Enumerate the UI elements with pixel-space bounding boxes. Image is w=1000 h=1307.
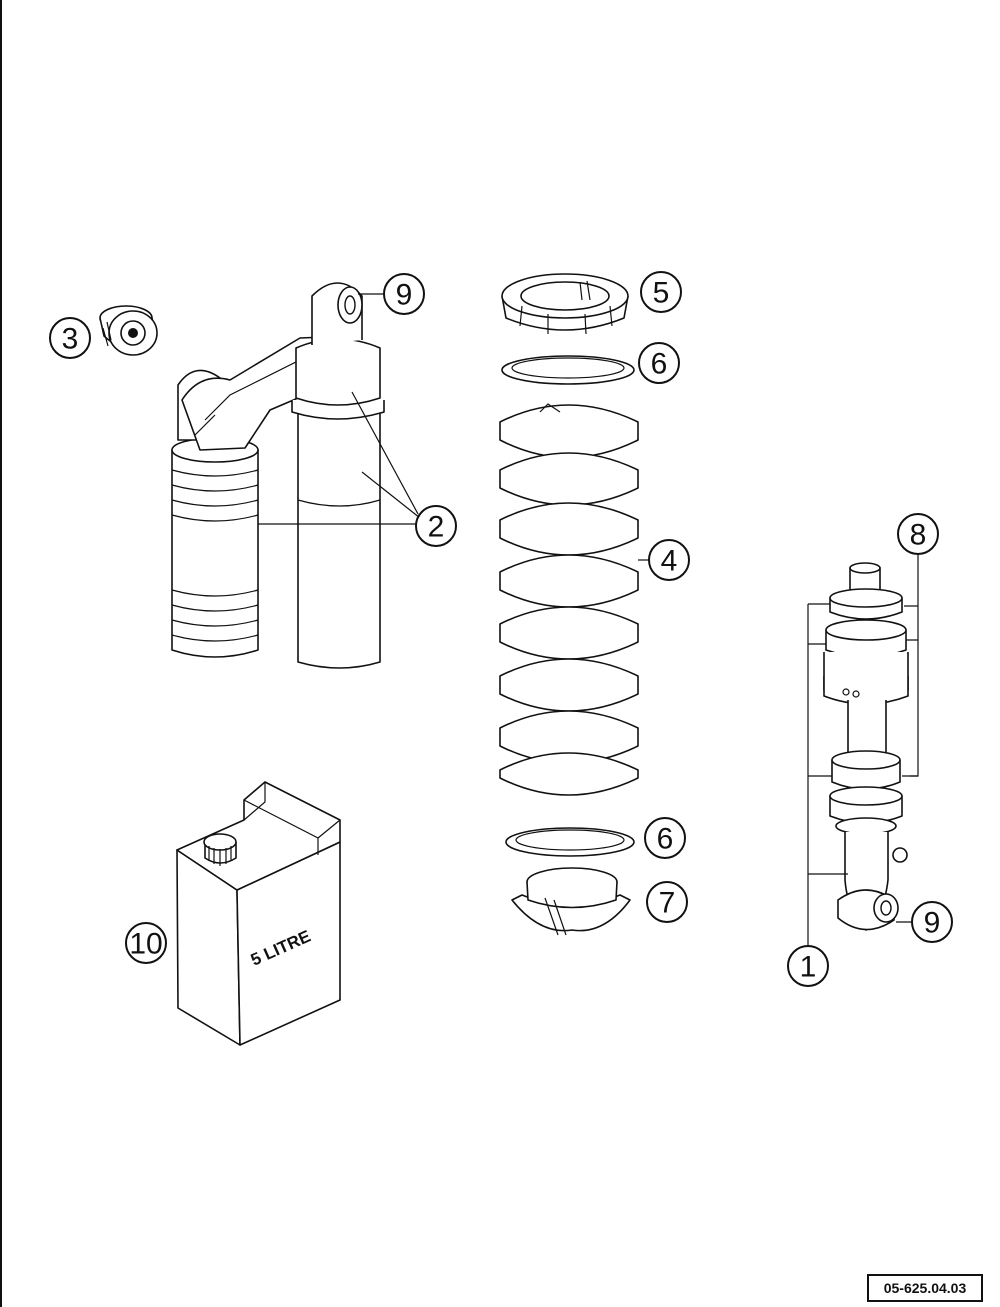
part-1-damper-rod [823, 562, 909, 931]
callout-9-bottom: 9 [911, 901, 953, 943]
callout-10: 10 [125, 922, 167, 964]
part-2-shock-body [171, 282, 385, 669]
callout-7: 7 [646, 881, 688, 923]
svg-text:6: 6 [651, 348, 668, 381]
svg-text:5: 5 [653, 277, 670, 310]
callout-3: 3 [49, 317, 91, 359]
part-5-adjuster-nut [501, 273, 629, 335]
svg-text:2: 2 [428, 511, 445, 544]
callout-1: 1 [787, 945, 829, 987]
callout-8: 8 [897, 513, 939, 555]
svg-text:8: 8 [910, 519, 927, 552]
svg-text:3: 3 [62, 323, 79, 356]
reference-code: 05-625.04.03 [867, 1274, 983, 1302]
part-7-spring-seat [511, 867, 631, 936]
part-3-bushing [99, 305, 158, 356]
svg-text:4: 4 [661, 545, 678, 578]
part-6-washer-top [501, 355, 635, 385]
callout-6-top: 6 [638, 342, 680, 384]
part-6-washer-bottom [505, 827, 635, 857]
page-left-border [0, 0, 2, 1307]
svg-text:6: 6 [657, 823, 674, 856]
svg-text:9: 9 [396, 279, 413, 312]
callout-5: 5 [640, 271, 682, 313]
part-10-oil-container: 5 LITRE [176, 781, 341, 1046]
callout-9-top: 9 [383, 273, 425, 315]
svg-text:1: 1 [800, 951, 817, 984]
svg-text:7: 7 [659, 887, 676, 920]
part-4-spring [499, 403, 639, 796]
callout-6-bottom: 6 [644, 817, 686, 859]
callout-4: 4 [648, 539, 690, 581]
svg-text:10: 10 [129, 928, 162, 961]
svg-text:9: 9 [924, 907, 941, 940]
callout-2: 2 [415, 505, 457, 547]
